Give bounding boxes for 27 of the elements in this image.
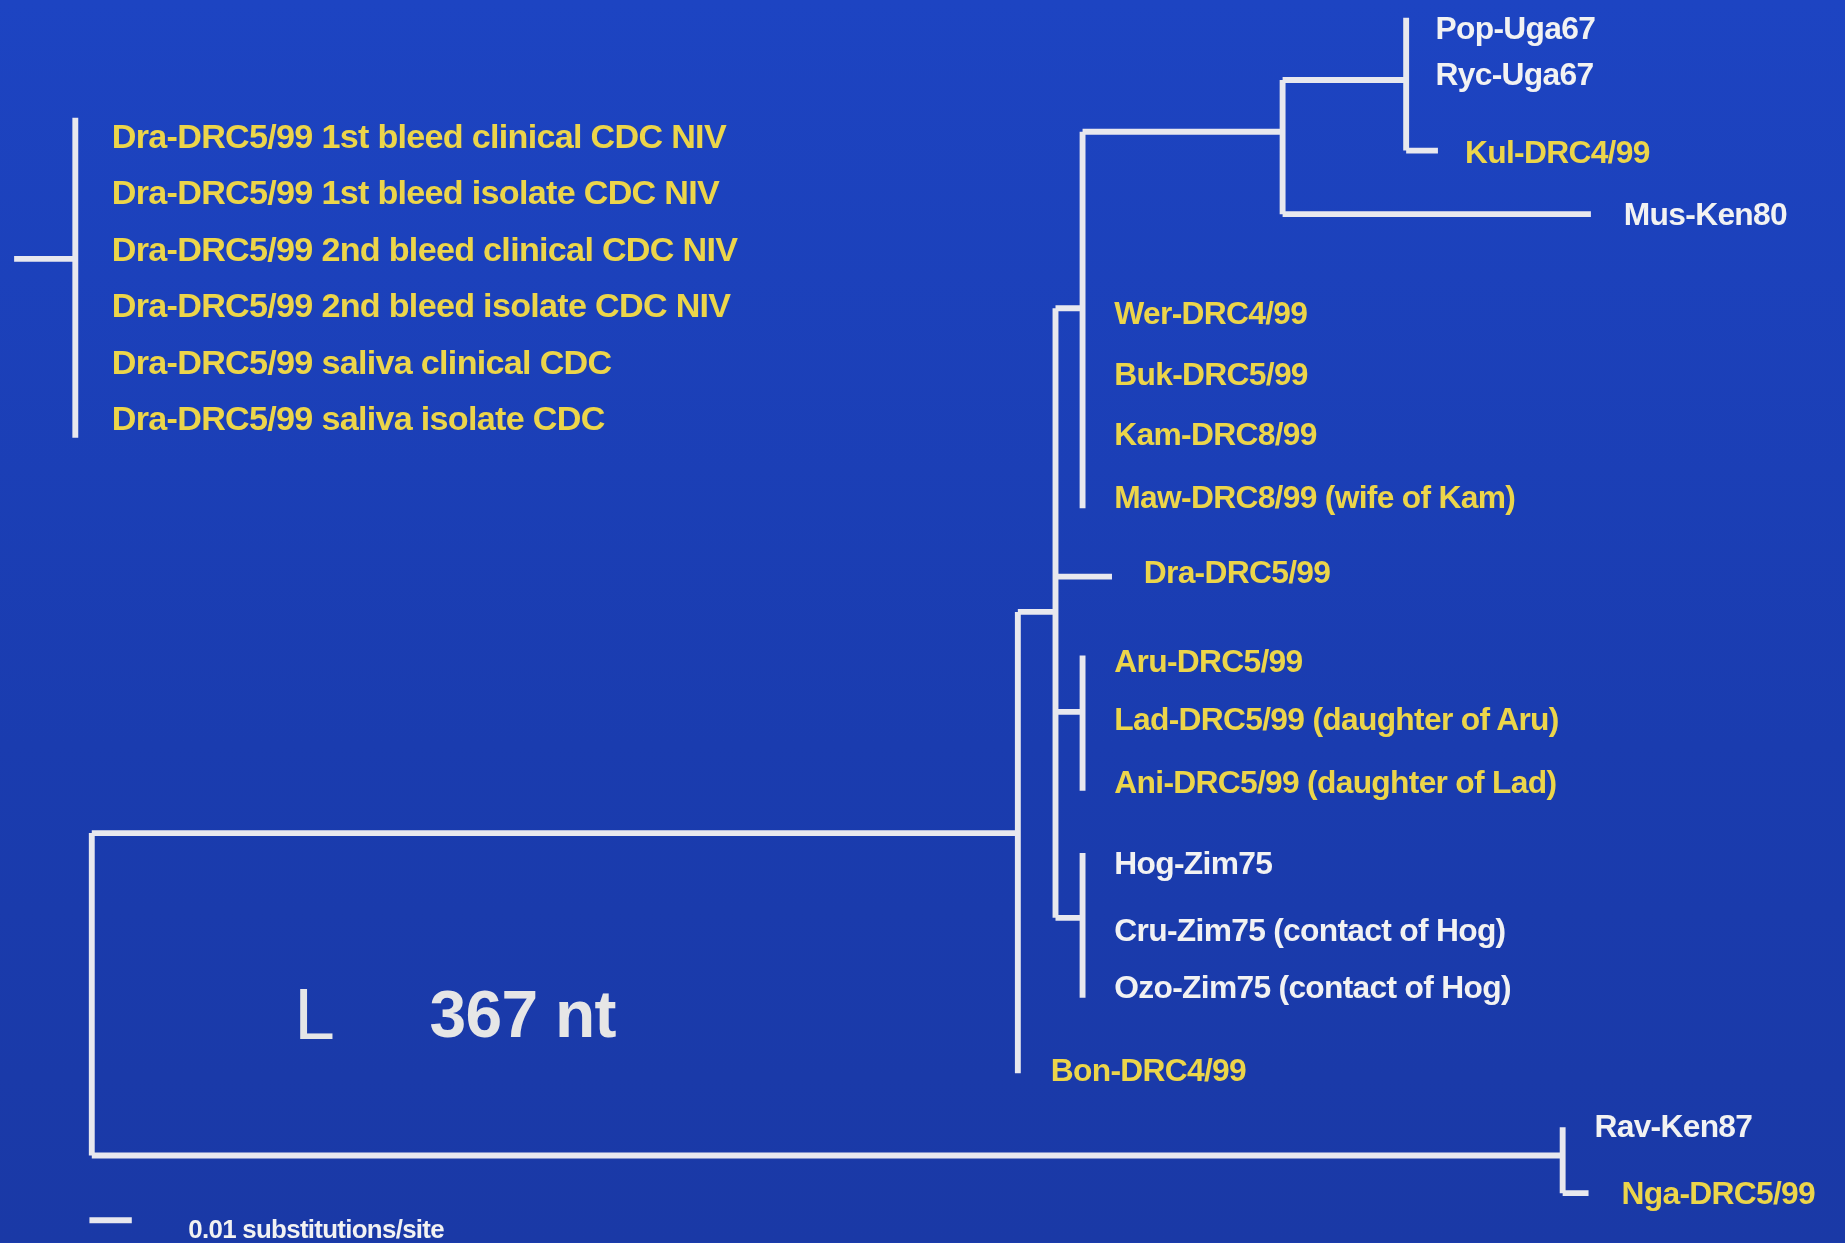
leaf-label: Dra-DRC5/99 1st bleed clinical CDC NIV bbox=[111, 119, 726, 154]
leaf-label: Dra-DRC5/99 saliva clinical CDC bbox=[111, 345, 612, 380]
gene-label: L bbox=[294, 977, 335, 1051]
leaf-label: Wer-DRC4/99 bbox=[1114, 298, 1308, 331]
leaf-label: Lad-DRC5/99 (daughter of Aru) bbox=[1114, 704, 1559, 737]
leaf-label: Rav-Ken87 bbox=[1594, 1111, 1753, 1144]
leaf-label: Hog-Zim75 bbox=[1114, 847, 1273, 880]
leaf-label: Maw-DRC8/99 (wife of Kam) bbox=[1114, 481, 1516, 514]
leaf-label: Ani-DRC5/99 (daughter of Lad) bbox=[1114, 766, 1557, 799]
leaf-label: Dra-DRC5/99 2nd bleed isolate CDC NIV bbox=[111, 288, 731, 323]
leaf-label: Bon-DRC4/99 bbox=[1050, 1054, 1247, 1087]
leaf-label: Cru-Zim75 (contact of Hog) bbox=[1114, 914, 1506, 947]
leaf-label: Kam-DRC8/99 bbox=[1114, 419, 1317, 452]
leaf-label: Ozo-Zim75 (contact of Hog) bbox=[1114, 972, 1511, 1005]
leaf-label: Dra-DRC5/99 saliva isolate CDC bbox=[111, 401, 605, 436]
scale-bar-label: 0.01 substitutions/site bbox=[188, 1216, 444, 1243]
leaf-label: Ryc-Uga67 bbox=[1435, 59, 1594, 92]
leaf-label: Dra-DRC5/99 bbox=[1143, 557, 1331, 589]
leaf-label: Kul-DRC4/99 bbox=[1465, 137, 1650, 169]
leaf-label: Dra-DRC5/99 2nd bleed clinical CDC NIV bbox=[111, 232, 738, 267]
leaf-label: Buk-DRC5/99 bbox=[1114, 359, 1308, 392]
leaf-label: Aru-DRC5/99 bbox=[1114, 646, 1303, 679]
gene-length-label: 367 nt bbox=[429, 981, 616, 1048]
leaf-label: Pop-Uga67 bbox=[1435, 13, 1596, 46]
leaf-label: Nga-DRC5/99 bbox=[1621, 1178, 1815, 1211]
leaf-label: Mus-Ken80 bbox=[1623, 199, 1787, 232]
leaf-label: Dra-DRC5/99 1st bleed isolate CDC NIV bbox=[111, 175, 720, 211]
